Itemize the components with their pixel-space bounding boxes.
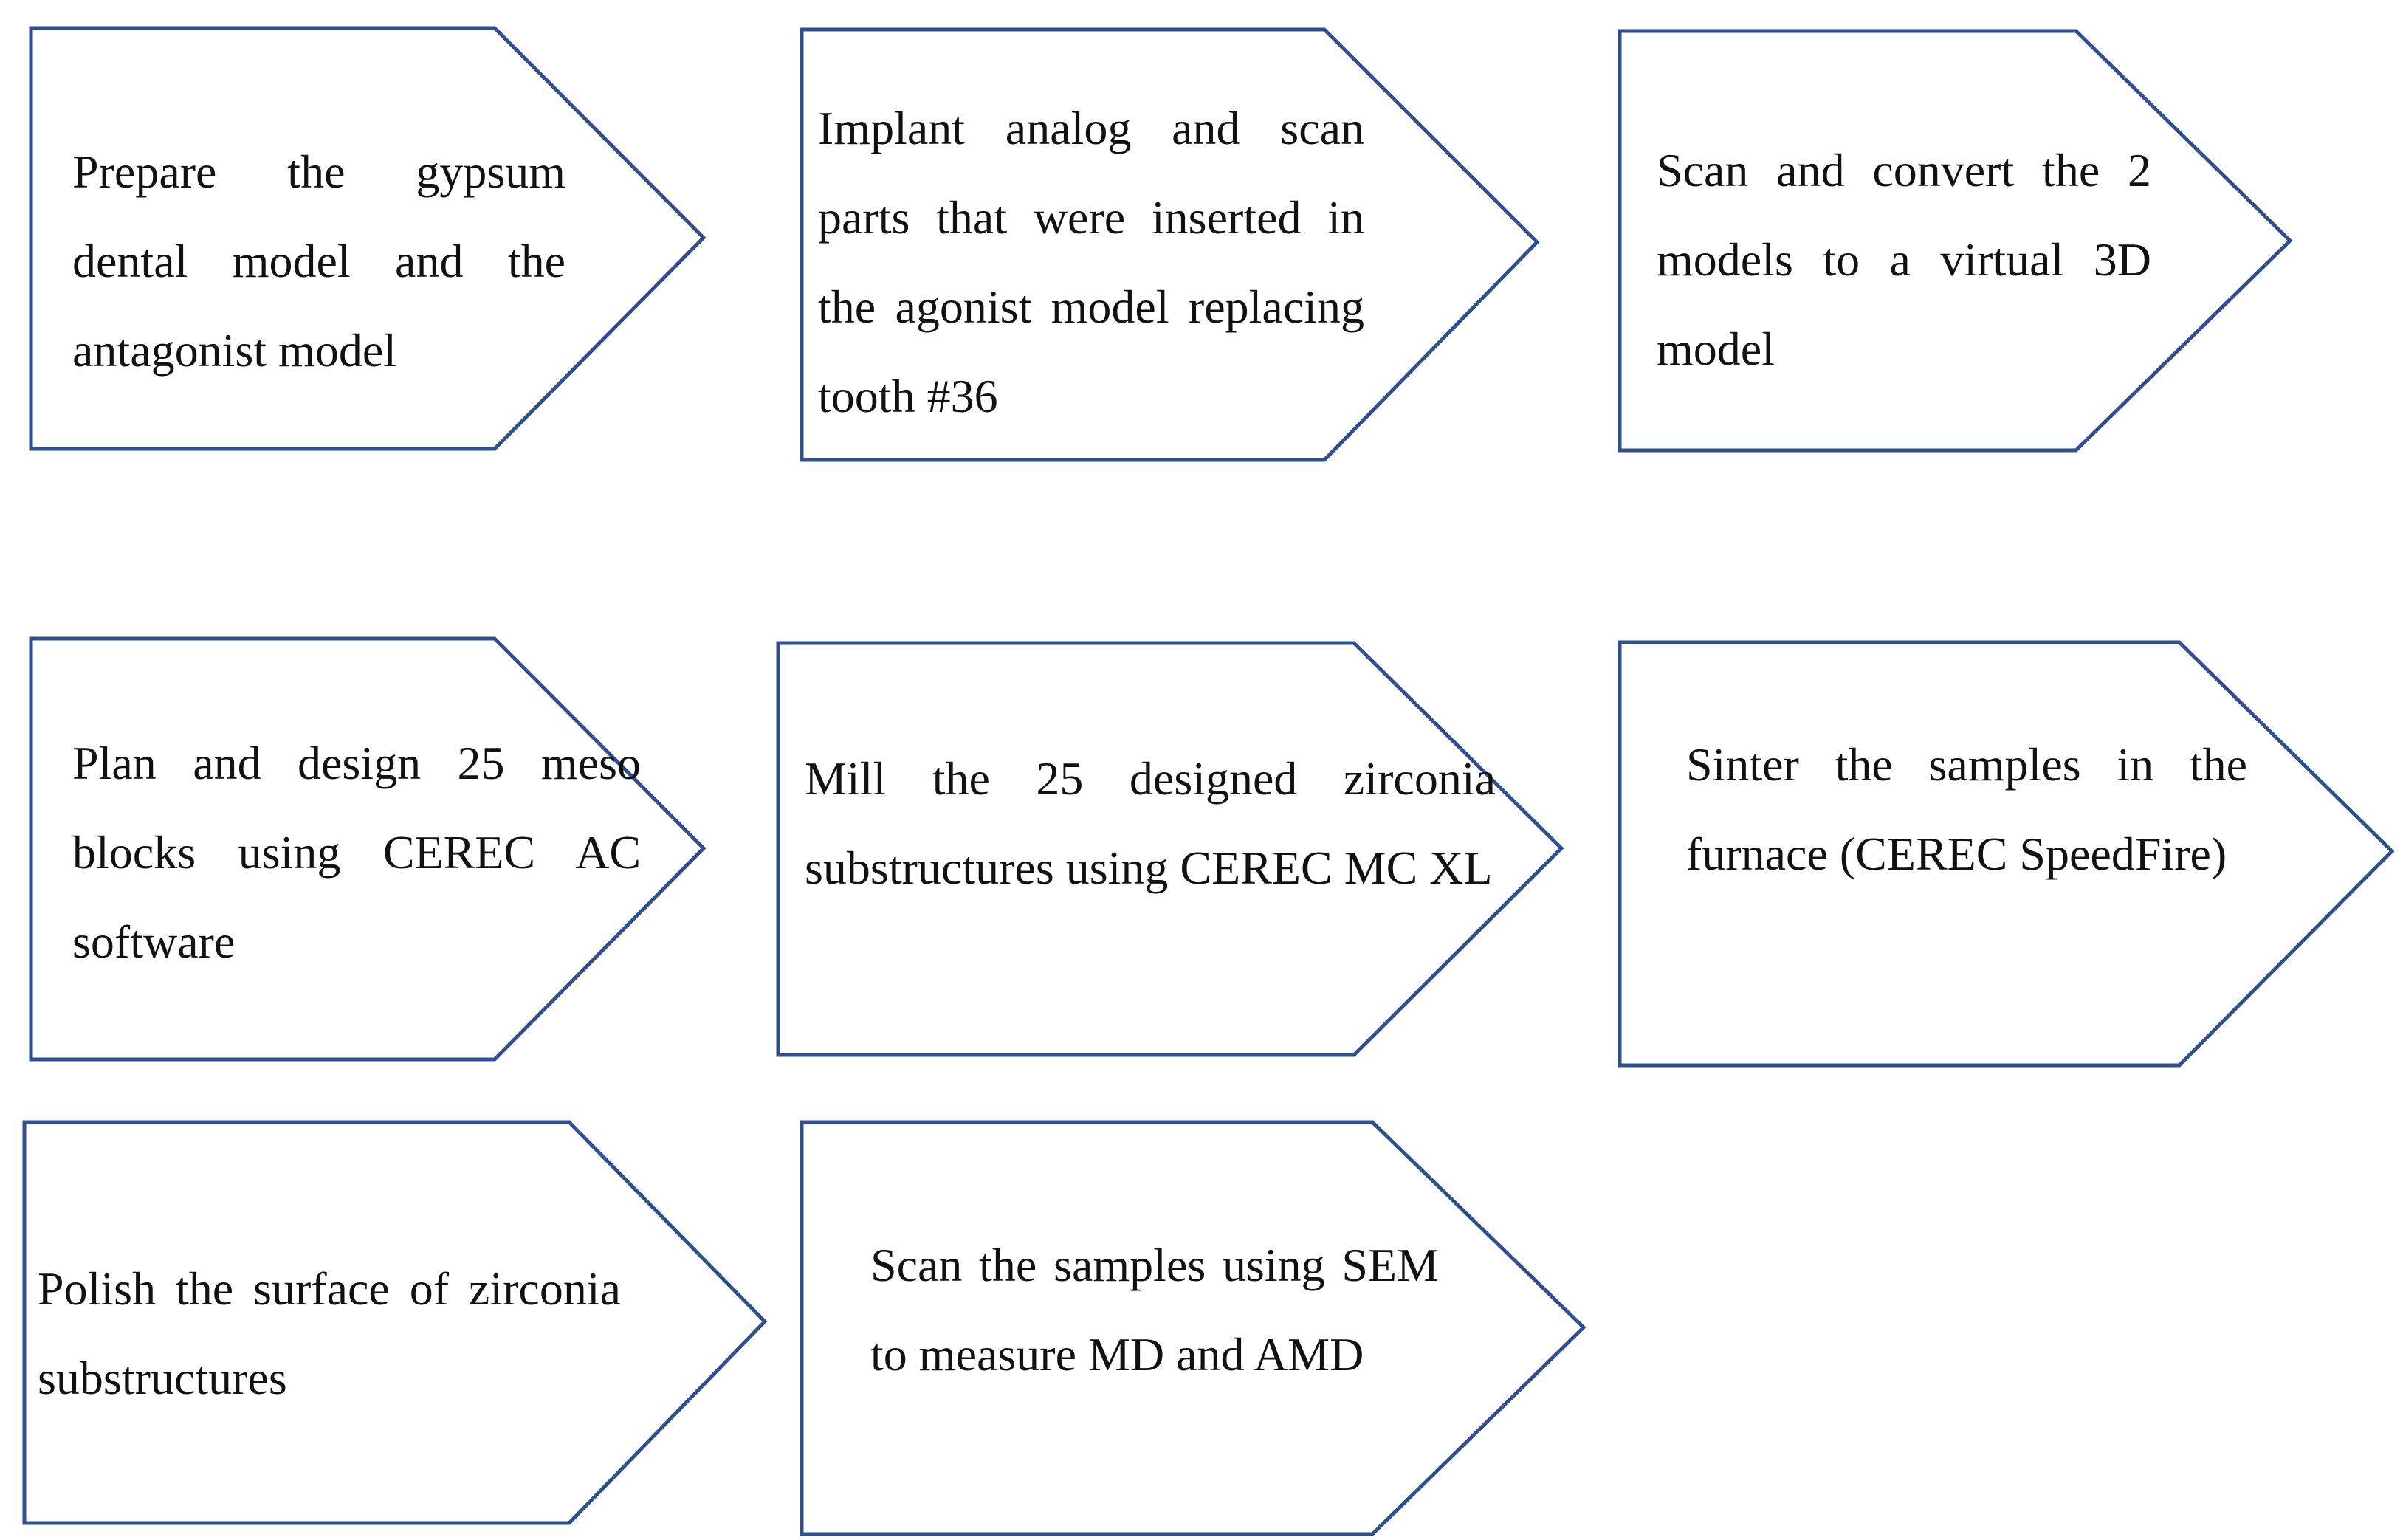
step-2-text: Implant analog and scan parts that were … bbox=[818, 102, 1364, 422]
step-1-prepare-models: Prepare the gypsum dental model and the … bbox=[29, 26, 709, 451]
step-3-scan-convert: Scan and convert the 2 models to a virtu… bbox=[1618, 29, 2297, 454]
step-7-polish-surface: Polish the surface of zirconia substruct… bbox=[22, 1120, 772, 1527]
step-2-implant-analog: Implant analog and scan parts that were … bbox=[800, 27, 1542, 464]
step-6-pentagon-shape bbox=[1618, 640, 2395, 1068]
step-4-pentagon-shape bbox=[29, 636, 707, 1062]
step-7-pentagon-shape bbox=[22, 1120, 768, 1525]
step-4-text: Plan and design 25 meso blocks using CER… bbox=[72, 737, 641, 968]
step-8-text: Scan the samples using SEM to measure MD… bbox=[870, 1239, 1439, 1381]
step-1-text: Prepare the gypsum dental model and the … bbox=[72, 145, 565, 377]
step-8-pentagon-shape bbox=[800, 1120, 1586, 1536]
step-3-text: Scan and convert the 2 models to a virtu… bbox=[1657, 144, 2151, 375]
step-6-text: Sinter the samples in the furnace (CEREC… bbox=[1686, 738, 2247, 880]
step-5-mill-substructures: Mill the 25 designed zirconia substructu… bbox=[776, 641, 1570, 1059]
step-5-text: Mill the 25 designed zirconia substructu… bbox=[805, 752, 1496, 894]
step-7-text: Polish the surface of zirconia substruct… bbox=[38, 1262, 621, 1404]
step-2-pentagon-shape bbox=[800, 27, 1540, 462]
step-5-pentagon-shape bbox=[776, 641, 1564, 1057]
step-3-pentagon-shape bbox=[1618, 29, 2293, 453]
step-6-sinter-samples: Sinter the samples in the furnace (CEREC… bbox=[1618, 640, 2401, 1069]
step-4-plan-design: Plan and design 25 meso blocks using CER… bbox=[29, 636, 709, 1062]
step-1-pentagon-shape bbox=[29, 26, 707, 451]
step-8-scan-sem: Scan the samples using SEM to measure MD… bbox=[800, 1120, 1590, 1538]
